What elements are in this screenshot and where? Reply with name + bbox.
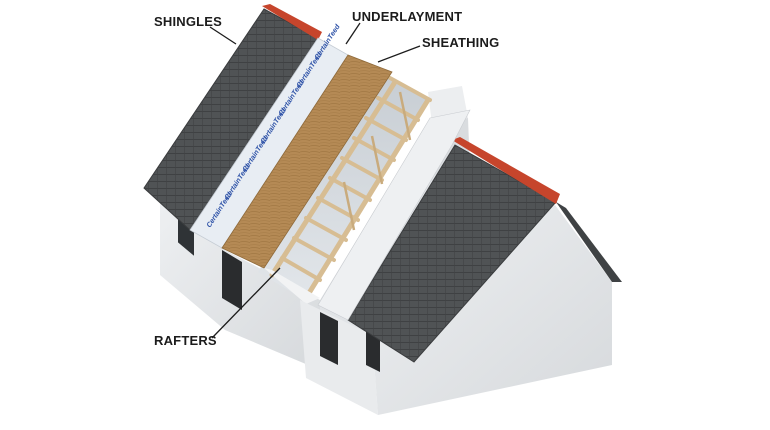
underlayment-leader-line (346, 23, 360, 44)
underlayment-label: UNDERLAYMENT (352, 9, 462, 24)
sheathing-label: SHEATHING (422, 35, 499, 50)
shingles-leader-line (210, 27, 236, 44)
shingles-label: SHINGLES (154, 14, 222, 29)
sheathing-leader-line (378, 46, 420, 62)
front-wing-door (320, 312, 338, 365)
rafters-label: RAFTERS (154, 333, 217, 348)
